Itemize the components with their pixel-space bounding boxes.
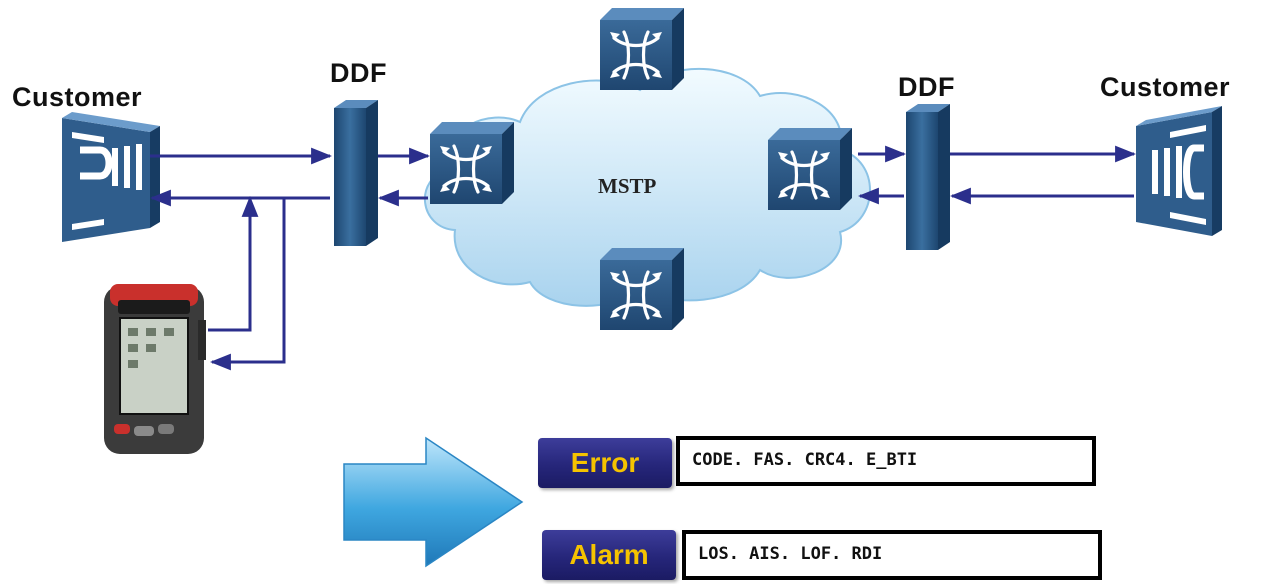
ddf-left-label: DDF xyxy=(330,58,387,88)
result-arrow-icon xyxy=(343,436,524,568)
mstp-switch-bottom-icon xyxy=(598,246,686,332)
ddf-right-label: DDF xyxy=(898,72,955,102)
mstp-switch-right-icon xyxy=(766,126,854,212)
mstp-switch-top-icon xyxy=(598,6,686,92)
customer-right-device-icon xyxy=(1136,106,1222,236)
handheld-tester-icon xyxy=(104,284,206,454)
error-list-box: CODE. FAS. CRC4. E_BTI xyxy=(676,436,1096,486)
link-lines xyxy=(149,145,1137,371)
mstp-switch-left-icon xyxy=(428,120,516,206)
ddf-left-panel xyxy=(334,100,378,246)
mstp-network-label: MSTP xyxy=(598,174,657,198)
alarm-tag: Alarm xyxy=(542,530,676,580)
ddf-right-panel xyxy=(906,104,950,250)
alarm-list-box: LOS. AIS. LOF. RDI xyxy=(682,530,1102,580)
error-tag: Error xyxy=(538,438,672,488)
customer-left-label: Customer xyxy=(12,82,143,112)
customer-left-device-icon xyxy=(62,112,160,242)
customer-right-label: Customer xyxy=(1100,72,1231,102)
